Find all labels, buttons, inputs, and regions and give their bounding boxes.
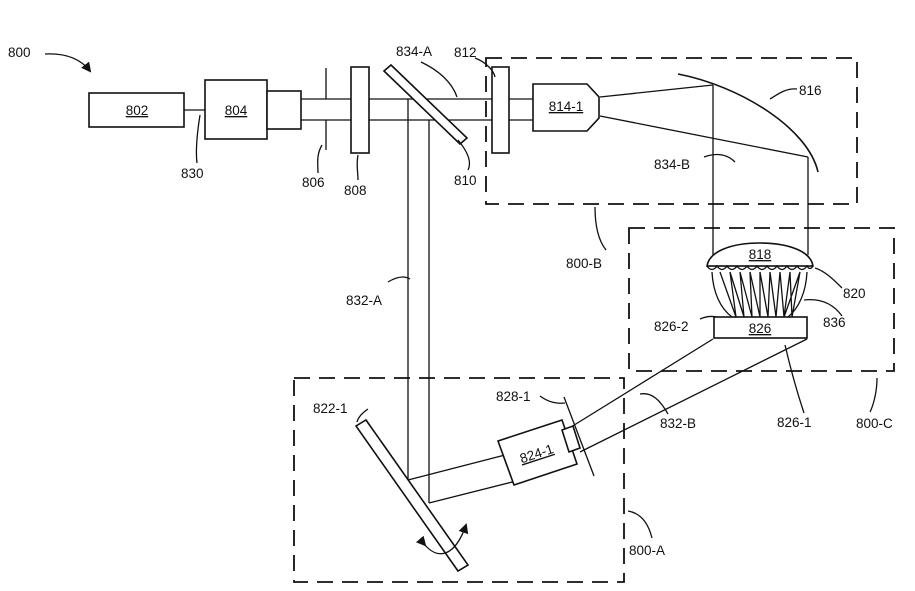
callout-834-a: 834-A xyxy=(396,44,432,59)
label-800-b: 800-B xyxy=(566,256,602,271)
component-802-label: 802 xyxy=(126,103,149,118)
component-818-label: 818 xyxy=(749,247,772,262)
callout-806: 806 xyxy=(302,175,325,190)
callout-836: 836 xyxy=(823,315,846,330)
beam-path-832-a xyxy=(407,99,430,503)
callout-828-1: 828-1 xyxy=(496,389,531,404)
component-824-1 xyxy=(496,418,579,487)
callout-826-2: 826-2 xyxy=(654,319,689,334)
callout-834-b: 834-B xyxy=(654,157,690,172)
callout-826-1: 826-1 xyxy=(777,415,812,430)
component-826 xyxy=(713,316,808,339)
beam-path-824-to-mirror xyxy=(407,454,521,504)
callout-810: 810 xyxy=(454,173,477,188)
callout-822-1: 822-1 xyxy=(313,401,348,416)
component-804-label: 804 xyxy=(225,103,248,118)
component-814-1 xyxy=(532,83,600,132)
dome-818 xyxy=(706,242,814,267)
fiber-bundle-836 xyxy=(711,271,808,318)
callout-820: 820 xyxy=(843,286,866,301)
beam-path-834-b xyxy=(599,84,809,255)
beam-splitter-810 xyxy=(382,63,469,146)
region-800-b xyxy=(485,57,858,205)
component-804 xyxy=(204,79,268,140)
beam-path-832-b xyxy=(570,338,808,453)
aperture-828-1 xyxy=(563,396,595,477)
component-824-1-tip xyxy=(561,424,581,454)
scan-mirror-822-1 xyxy=(354,418,470,573)
label-800-a: 800-A xyxy=(629,543,665,558)
callout-808: 808 xyxy=(344,183,367,198)
region-800-a xyxy=(293,377,625,583)
callout-816: 816 xyxy=(799,83,822,98)
figure-label-800: 800 xyxy=(8,45,31,60)
lens-808 xyxy=(350,66,370,154)
lenslet-array-820 xyxy=(706,264,814,271)
callout-832-a: 832-A xyxy=(346,293,382,308)
component-814-1-label: 814-1 xyxy=(549,99,584,114)
callout-830: 830 xyxy=(181,166,204,181)
component-804-output xyxy=(266,90,302,130)
region-800-c xyxy=(628,227,895,372)
component-826-label: 826 xyxy=(749,321,772,336)
mirror-816 xyxy=(677,73,819,173)
lens-812 xyxy=(491,66,510,154)
callout-812: 812 xyxy=(454,45,477,60)
rotation-arrow xyxy=(415,523,469,555)
label-800-c: 800-C xyxy=(856,416,893,431)
callout-832-b: 832-B xyxy=(660,416,696,431)
leader-lines xyxy=(44,53,878,539)
